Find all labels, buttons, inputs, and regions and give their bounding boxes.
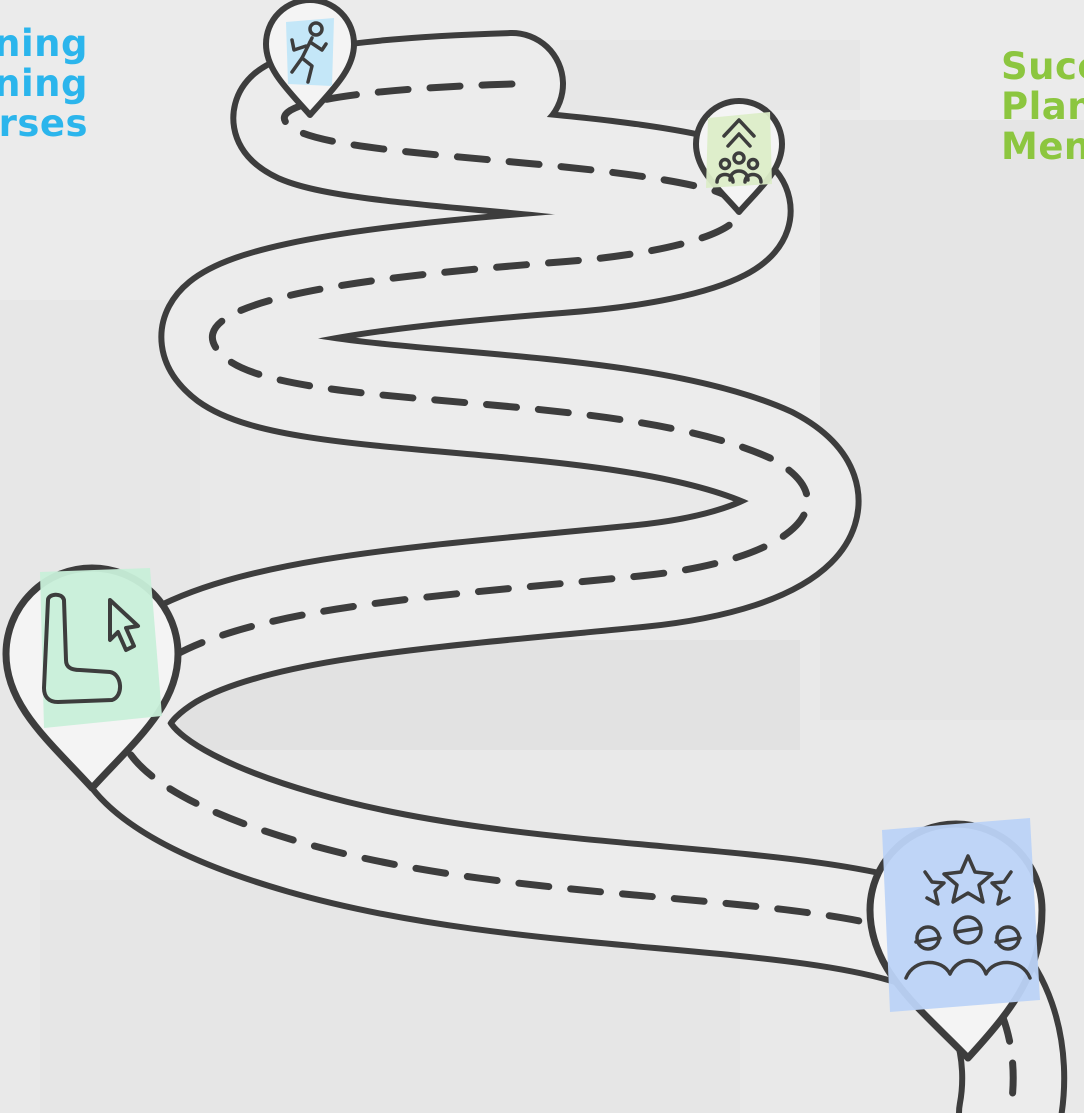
stars-team-icon xyxy=(904,854,1032,980)
right-label-line: Succ xyxy=(1001,45,1084,88)
left-label-line: rses xyxy=(0,102,88,145)
right-label-line: Plan xyxy=(1001,85,1084,128)
pin-left xyxy=(2,564,182,792)
pin-start-accent xyxy=(286,18,334,86)
left-label: ning ning rses xyxy=(0,24,88,144)
left-label-line: ning xyxy=(0,62,88,105)
pin-end xyxy=(866,818,1046,1062)
team-growth-arrow-icon xyxy=(715,118,763,184)
road-center-line xyxy=(115,80,1017,1113)
pin-end-accent xyxy=(882,818,1040,1012)
person-climbing-icon xyxy=(290,21,328,84)
seat-cursor-icon xyxy=(42,592,140,704)
pin-start xyxy=(263,0,357,118)
left-label-line: ning xyxy=(0,22,88,65)
right-label: Succ Plan Men xyxy=(1001,47,1084,167)
pin-green-accent xyxy=(706,112,772,188)
pin-left-accent xyxy=(40,568,162,728)
pin-green-top xyxy=(693,98,785,215)
right-label-line: Men xyxy=(1001,125,1084,168)
winding-road xyxy=(65,30,1068,1113)
